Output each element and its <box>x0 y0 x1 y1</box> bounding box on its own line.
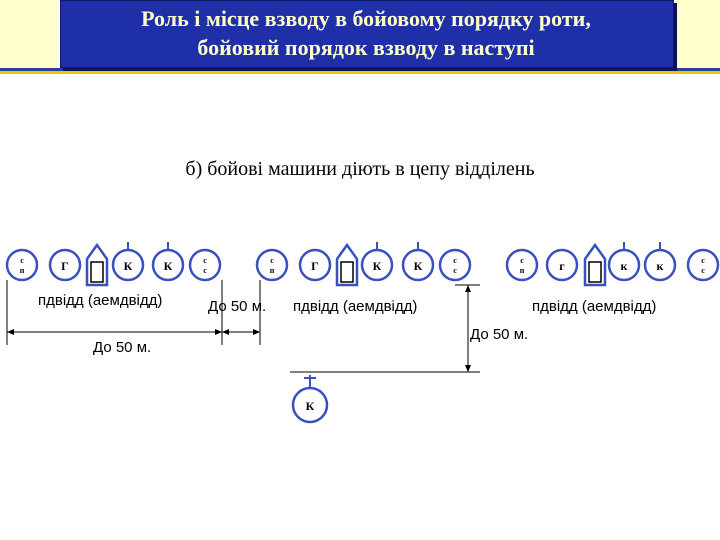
unit-circle-1-3: К <box>360 242 394 282</box>
combat-vehicle-icon-2 <box>583 242 607 287</box>
unit-circle-1-4: К <box>401 242 435 282</box>
arrowhead-right-icon <box>253 329 260 335</box>
arrowhead-left-icon <box>222 329 229 335</box>
unit-label: Г <box>311 259 319 273</box>
group-3-label: пдвідд (аемдвідд) <box>532 298 657 315</box>
unit-circle-0-0: сп <box>5 248 39 282</box>
unit-label: Г <box>61 259 69 273</box>
unit-ring <box>5 248 39 282</box>
unit-label-bottom: с <box>203 266 207 275</box>
right-decor-bar <box>676 0 720 70</box>
vehicle-hull <box>583 242 607 287</box>
unit-circle-1-1: Г <box>298 248 332 282</box>
unit-ring <box>545 248 579 282</box>
title-line-2: бойовий порядок взводу в наступі <box>197 35 535 60</box>
unit-label: К <box>164 259 173 273</box>
unit-label: г <box>559 259 565 273</box>
unit-label: к <box>621 259 628 273</box>
unit-label: К <box>124 259 133 273</box>
unit-label-top: с <box>701 256 705 265</box>
unit-label-top: с <box>203 256 207 265</box>
unit-label-bottom: с <box>453 266 457 275</box>
commander-unit: К <box>291 375 329 424</box>
combat-vehicle-icon-1 <box>335 242 359 287</box>
vehicle-hull <box>85 242 109 287</box>
unit-ring <box>505 248 539 282</box>
title-banner <box>60 0 674 68</box>
unit-circle-1-0: сп <box>255 248 289 282</box>
unit-ring <box>188 248 222 282</box>
arrowhead-down-icon <box>465 365 471 372</box>
arrowhead-right-icon <box>215 329 222 335</box>
unit-ring <box>48 248 82 282</box>
unit-label-bottom: п <box>520 266 525 275</box>
unit-circle-0-5: сс <box>188 248 222 282</box>
unit-label-bottom: с <box>701 266 705 275</box>
distance-group-width-label: До 50 м. <box>93 339 152 356</box>
group-2-label: пдвідд (аемдвідд) <box>293 298 418 315</box>
distance-between-groups-label: До 50 м. <box>208 298 267 315</box>
unit-circle-0-1: Г <box>48 248 82 282</box>
unit-ring <box>298 248 332 282</box>
unit-label-bottom: п <box>20 266 25 275</box>
unit-label-top: с <box>270 256 274 265</box>
vehicle-turret <box>90 261 104 283</box>
slide-title: Роль і місце взводу в бойовому порядку р… <box>60 4 672 62</box>
unit-circle-2-1: г <box>545 248 579 282</box>
unit-circle-0-3: К <box>111 242 145 282</box>
title-line-1: Роль і місце взводу в бойовому порядку р… <box>141 6 591 31</box>
vehicle-turret <box>340 261 354 283</box>
unit-label: К <box>414 259 423 273</box>
commander-label: К <box>306 399 315 413</box>
unit-ring <box>255 248 289 282</box>
title-underline-blue <box>0 68 720 71</box>
unit-label-top: с <box>20 256 24 265</box>
left-decor-bar <box>0 0 58 70</box>
arrowhead-up-icon <box>465 285 471 292</box>
unit-ring <box>686 248 720 282</box>
unit-label: к <box>657 259 664 273</box>
unit-label-top: с <box>520 256 524 265</box>
unit-circle-1-5: сс <box>438 248 472 282</box>
unit-circle-2-5: сс <box>686 248 720 282</box>
vehicle-hull <box>335 242 359 287</box>
unit-ring <box>438 248 472 282</box>
combat-vehicle-icon-0 <box>85 242 109 287</box>
arrowhead-left-icon <box>7 329 14 335</box>
diagram-subtitle: б) бойові машини діють в цепу відділень <box>185 158 535 180</box>
group-1-label: пдвідд (аемдвідд) <box>38 292 163 309</box>
title-underline-yellow <box>0 71 720 74</box>
unit-circle-2-3: к <box>607 242 641 282</box>
unit-circle-0-4: К <box>151 242 185 282</box>
unit-circle-2-0: сп <box>505 248 539 282</box>
vehicle-turret <box>588 261 602 283</box>
distance-commander-label: До 50 м. <box>470 326 529 343</box>
unit-circle-2-4: к <box>643 242 677 282</box>
unit-label: К <box>373 259 382 273</box>
unit-label-bottom: п <box>270 266 275 275</box>
unit-label-top: с <box>453 256 457 265</box>
